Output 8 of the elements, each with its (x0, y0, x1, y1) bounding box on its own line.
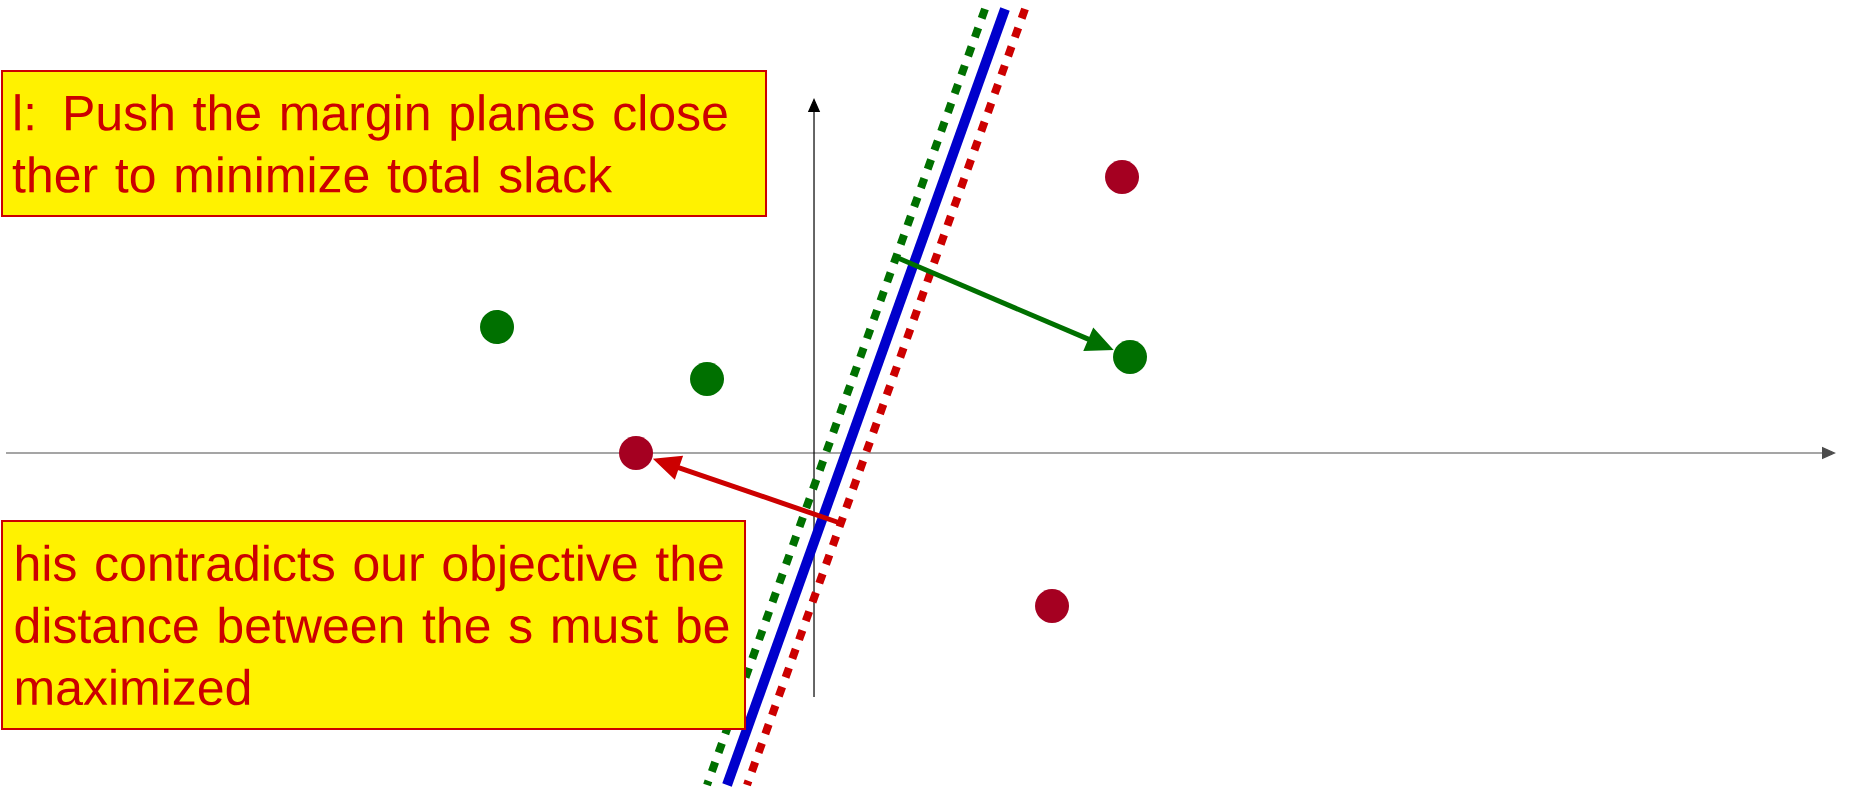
data-point (1105, 160, 1139, 194)
data-point (480, 310, 514, 344)
data-point (690, 362, 724, 396)
callout-box: his contradicts our objective the distance between the s must be maximized (1, 520, 746, 730)
data-point (1035, 589, 1069, 623)
data-point (1113, 340, 1147, 374)
data-point (619, 436, 653, 470)
callout-box: l: Push the margin planes close ther to minimize total slack (1, 70, 767, 217)
